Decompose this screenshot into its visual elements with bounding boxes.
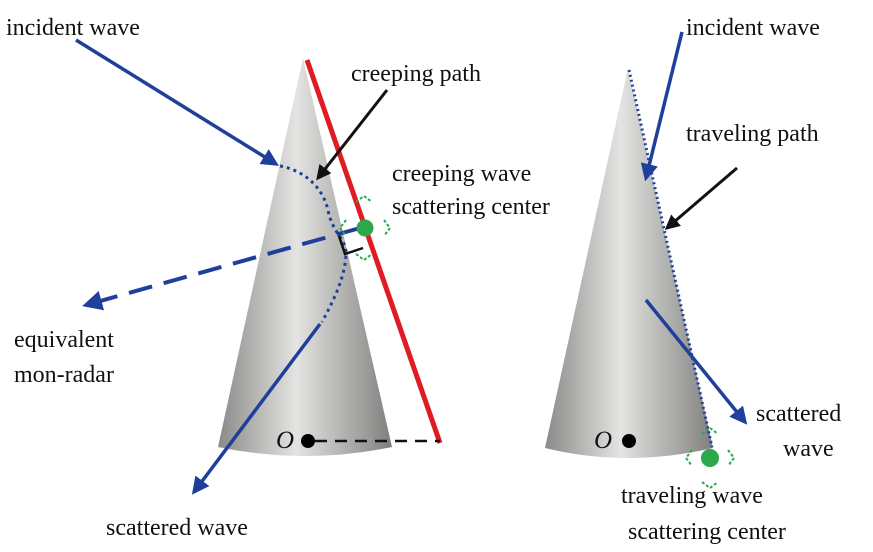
left-equivalent-radar-arrow [82, 226, 361, 311]
left-origin-dot [301, 434, 315, 448]
right-incident-wave-label: incident wave [686, 15, 820, 41]
left-incident-wave-label: incident wave [6, 15, 140, 41]
left-red-generatrix [304, 59, 443, 444]
right-panel: O incident wave traveling path scattered… [545, 15, 841, 545]
left-incident-wave-arrow [75, 38, 279, 166]
left-scattered-wave-label: scattered wave [106, 515, 248, 541]
right-scattering-center-marker [684, 426, 736, 490]
left-origin-label: O [276, 427, 294, 454]
right-origin-label: O [594, 427, 612, 454]
left-cone [218, 58, 392, 456]
right-scattered-wave-arrow [644, 298, 748, 425]
left-panel: O incident wave creeping path creeping w… [6, 15, 550, 541]
left-equivalent-label-line1: equivalent [14, 327, 114, 353]
right-incident-wave-arrow [640, 31, 684, 182]
right-center-label-line1: traveling wave [621, 483, 763, 509]
right-origin-dot [622, 434, 636, 448]
left-center-label-line1: creeping wave [392, 161, 531, 187]
left-scattered-wave-arrow [191, 322, 322, 495]
left-right-angle-marker [337, 235, 364, 256]
right-cone [545, 68, 713, 458]
right-center-label-line2: scattering center [628, 519, 786, 545]
left-equivalent-label-line2: mon-radar [14, 362, 114, 388]
right-traveling-path [627, 69, 714, 448]
left-creeping-path-label: creeping path [351, 61, 481, 87]
right-scattered-label-line1: scattered [756, 401, 841, 427]
left-scattering-center-marker [338, 194, 392, 262]
right-traveling-path-label: traveling path [686, 121, 819, 147]
left-creeping-path-pointer [316, 89, 389, 181]
right-scattered-label-line2: wave [783, 436, 834, 462]
right-traveling-path-pointer [664, 166, 738, 230]
left-center-label-line2: scattering center [392, 194, 550, 220]
